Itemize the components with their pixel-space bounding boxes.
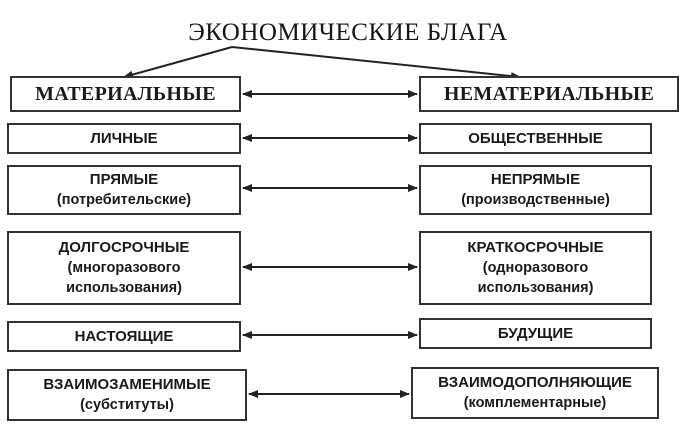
- right-header-box: НЕМАТЕРИАЛЬНЫЕ: [419, 76, 679, 112]
- box-line: ОБЩЕСТВЕННЫЕ: [468, 129, 603, 147]
- right-box-indirect: НЕПРЯМЫЕ (производственные): [419, 165, 652, 215]
- box-line: ВЗАИМОЗАМЕНИМЫЕ: [43, 376, 211, 393]
- left-box-long-term: ДОЛГОСРОЧНЫЕ (многоразового использовани…: [7, 231, 241, 305]
- right-header-label: НЕМАТЕРИАЛЬНЫЕ: [443, 83, 655, 105]
- left-header-label: МАТЕРИАЛЬНЫЕ: [35, 83, 216, 105]
- right-box-complements: ВЗАИМОДОПОЛНЯЮЩИЕ (комплементарные): [411, 367, 659, 419]
- box-line: ДОЛГОСРОЧНЫЕ: [58, 239, 190, 256]
- left-box-direct: ПРЯМЫЕ (потребительские): [7, 165, 241, 215]
- left-header-box: МАТЕРИАЛЬНЫЕ: [10, 76, 241, 112]
- box-line: использования): [477, 280, 594, 296]
- box-line: ВЗАИМОДОПОЛНЯЮЩИЕ: [438, 374, 632, 391]
- box-line: НЕПРЯМЫЕ: [490, 171, 581, 188]
- box-line: (потребительские): [56, 192, 192, 208]
- box-line: ПРЯМЫЕ: [89, 171, 159, 188]
- box-line: (комплементарные): [463, 395, 607, 411]
- box-line: (одноразового: [482, 260, 589, 276]
- box-line: (многоразового: [67, 260, 181, 276]
- right-box-future: БУДУЩИЕ: [419, 318, 652, 349]
- diagram-title: ЭКОНОМИЧЕСКИЕ БЛАГА: [188, 19, 508, 46]
- left-box-substitutes: ВЗАИМОЗАМЕНИМЫЕ (субституты): [7, 369, 247, 421]
- box-line: использования): [66, 280, 182, 296]
- box-line: (производственные): [461, 192, 610, 208]
- box-line: БУДУЩИЕ: [497, 324, 574, 342]
- left-box-personal: ЛИЧНЫЕ: [7, 123, 241, 154]
- box-line: КРАТКОСРОЧНЫЕ: [467, 239, 604, 256]
- right-box-short-term: КРАТКОСРОЧНЫЕ (одноразового использовани…: [419, 231, 652, 305]
- title-to-right-arrow: [231, 46, 521, 81]
- left-box-present: НАСТОЯЩИЕ: [7, 321, 241, 352]
- box-line: (субституты): [80, 397, 174, 413]
- right-box-public: ОБЩЕСТВЕННЫЕ: [419, 123, 652, 154]
- box-line: НАСТОЯЩИЕ: [74, 327, 174, 345]
- box-line: ЛИЧНЫЕ: [90, 129, 158, 147]
- title-to-left-arrow: [123, 46, 233, 79]
